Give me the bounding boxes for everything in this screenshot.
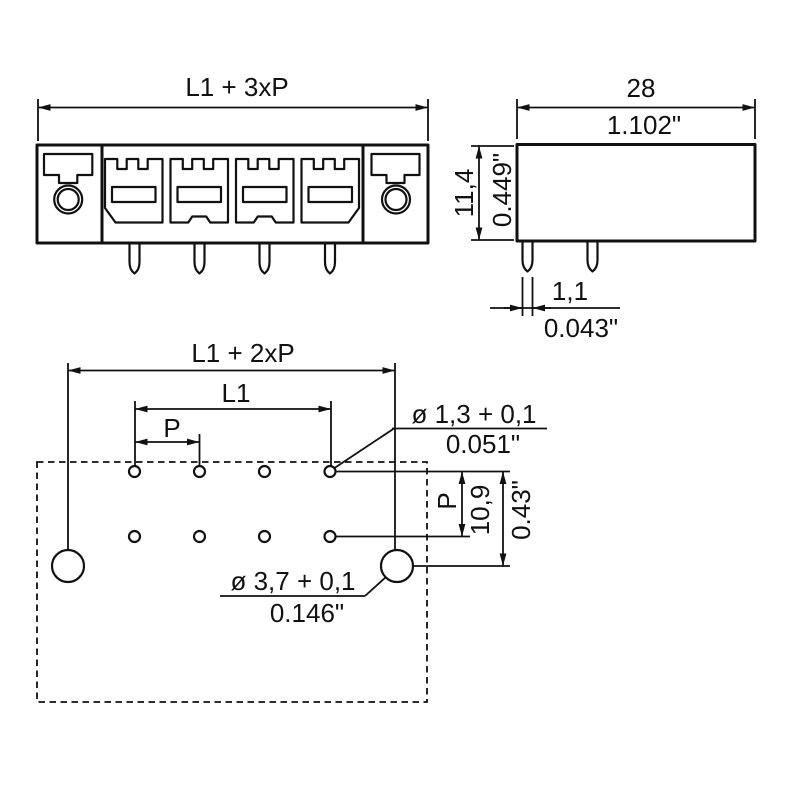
- dim-row-spacing: P 10,9 0.43": [336, 470, 536, 567]
- mounting-ring-right-inner: [384, 187, 408, 212]
- side-body-outline: [515, 143, 757, 243]
- pin-4: [323, 243, 337, 275]
- drill-hole-top-2: [192, 464, 207, 479]
- side-width-mm-label: 28: [627, 73, 656, 103]
- dim-side-height: 11,4 0.449": [449, 145, 517, 241]
- callout-large-hole: ø 3,7 + 0,1 0.146": [220, 566, 387, 628]
- mounting-drill-left: [50, 548, 86, 584]
- side-height-mm-label: 11,4: [449, 169, 479, 218]
- flange-slot-right: [370, 152, 421, 185]
- mounting-ring-left-outer: [53, 184, 84, 215]
- terminal-4: [300, 157, 361, 224]
- front-width-label: L1 + 3xP: [185, 72, 288, 102]
- pin-width-mm-label: 1,1: [552, 276, 588, 306]
- terminal-2-slot: [176, 185, 223, 204]
- terminal-1-slot: [110, 185, 157, 204]
- mounting-ring-left-inner: [56, 187, 80, 212]
- callout-small-hole: ø 1,3 + 0,1 0.051": [332, 399, 547, 470]
- dim-front-width: L1 + 3xP: [37, 72, 429, 141]
- row-pitch-label: P: [432, 492, 462, 509]
- dim-pitch: P: [135, 413, 201, 466]
- pitch-dim-label: P: [163, 413, 180, 443]
- side-pin-2: [586, 242, 599, 273]
- leader-line: [332, 427, 395, 470]
- drill-hole-bottom-2: [192, 529, 207, 544]
- terminal-2: [169, 157, 230, 224]
- dim-side-width: 28 1.102": [516, 73, 756, 140]
- pin-3: [258, 243, 271, 275]
- large-hole-mm-label: ø 3,7 + 0,1: [230, 566, 355, 596]
- overall-dim-label: L1 + 2xP: [191, 338, 294, 368]
- terminal-3: [234, 157, 295, 224]
- dim-overall: L1 + 2xP: [67, 338, 396, 550]
- front-body-outline: [35, 143, 430, 245]
- dim-pin-width: 1,1 0.043": [490, 276, 620, 343]
- side-view: 28 1.102" 11,4 0.449" 1,1 0.043": [449, 73, 757, 343]
- flange-slot-left: [42, 152, 94, 185]
- terminal-1: [103, 157, 164, 224]
- row-spacing-mm-label: 10,9: [465, 485, 495, 536]
- pin-2: [193, 243, 206, 275]
- side-height-inch-label: 0.449": [487, 153, 517, 227]
- drill-plan: L1 + 2xP L1 P ø 1,3 + 0,1 0.051": [36, 338, 547, 703]
- pin-width-inch-label: 0.043": [544, 313, 618, 343]
- mounting-ring-right-outer: [380, 184, 412, 215]
- terminal-3-slot: [241, 185, 288, 204]
- l1-dim-label: L1: [222, 378, 251, 408]
- drill-hole-bottom-1: [127, 529, 142, 544]
- row-spacing-inch-label: 0.43": [506, 480, 536, 540]
- front-view: L1 + 3xP: [35, 72, 430, 275]
- small-hole-mm-label: ø 1,3 + 0,1: [411, 399, 536, 429]
- side-width-inch-label: 1.102": [607, 110, 681, 140]
- dim-l1: L1: [134, 378, 332, 466]
- drill-hole-top-4: [323, 464, 337, 479]
- drill-hole-top-3: [257, 464, 272, 479]
- side-pin-1: [521, 242, 534, 273]
- drill-hole-bottom-4: [323, 529, 337, 544]
- drill-hole-bottom-3: [257, 529, 272, 544]
- large-hole-inch-label: 0.146": [270, 598, 344, 628]
- leader-line: [364, 576, 387, 597]
- small-hole-inch-label: 0.051": [446, 429, 520, 459]
- pin-1: [128, 243, 141, 275]
- mounting-drill-right: [379, 548, 415, 584]
- pcb-outline-dashed: [36, 461, 428, 703]
- terminal-4-slot: [307, 185, 354, 204]
- drill-hole-top-1: [127, 464, 142, 479]
